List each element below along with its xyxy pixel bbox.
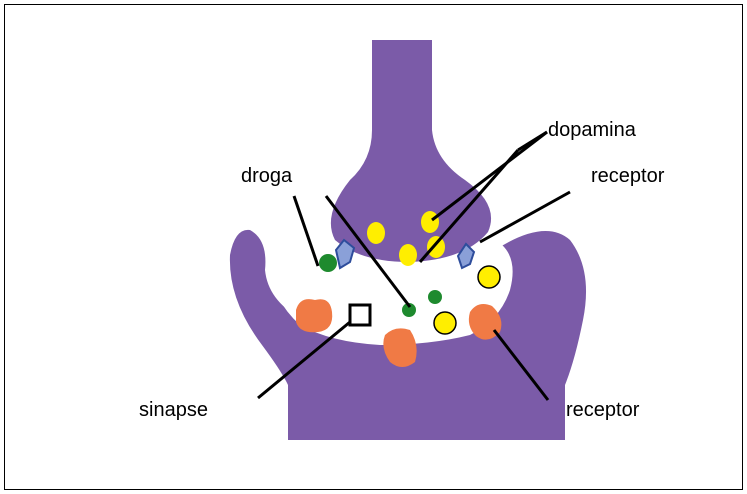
label-receptor-top: receptor [591,166,664,186]
synapse-marker [350,305,370,325]
dopamine-molecule [434,312,456,334]
drug-molecule [319,254,337,272]
receptor-shape [296,299,332,332]
drug-molecule [428,290,442,304]
dopamine-molecule [367,222,385,244]
label-synapse: sinapse [139,400,208,420]
label-drug: droga [241,166,292,186]
label-receptor-bottom: receptor [566,400,639,420]
dopamine-molecule [427,236,445,258]
dopamine-molecule [478,266,500,288]
dopamine-molecule [399,244,417,266]
dopamine-pointer-top [518,132,547,150]
label-dopamine: dopamina [548,120,636,140]
dopamine-molecule [421,211,439,233]
presynaptic-axon [331,40,491,262]
